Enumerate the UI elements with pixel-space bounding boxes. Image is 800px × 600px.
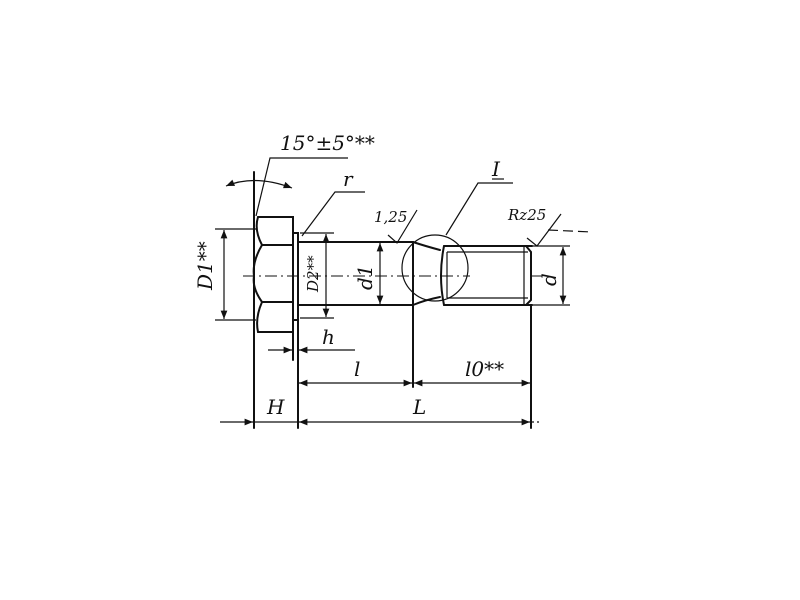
roughness-thread: Rz25 xyxy=(507,206,546,224)
dim-D1: D1** xyxy=(193,241,217,291)
bolt-head xyxy=(252,171,299,429)
dim-h: h xyxy=(322,325,335,349)
section-label: I xyxy=(491,157,501,181)
dim-d1: d1 xyxy=(353,264,377,290)
dim-d: d xyxy=(537,273,561,286)
dim-l: l xyxy=(354,357,360,381)
dim-H: H xyxy=(266,395,285,419)
dim-l0: l0** xyxy=(465,357,504,381)
radius-label: r xyxy=(343,167,354,191)
bolt-shank xyxy=(297,241,441,388)
angle-label: 15°±5°** xyxy=(280,131,375,155)
roughness-shank: 1,25 xyxy=(374,208,407,226)
detail-circle xyxy=(401,234,469,302)
dim-D2: D2** xyxy=(304,255,322,293)
dim-L: L xyxy=(412,395,426,419)
bolt-thread xyxy=(440,245,533,429)
